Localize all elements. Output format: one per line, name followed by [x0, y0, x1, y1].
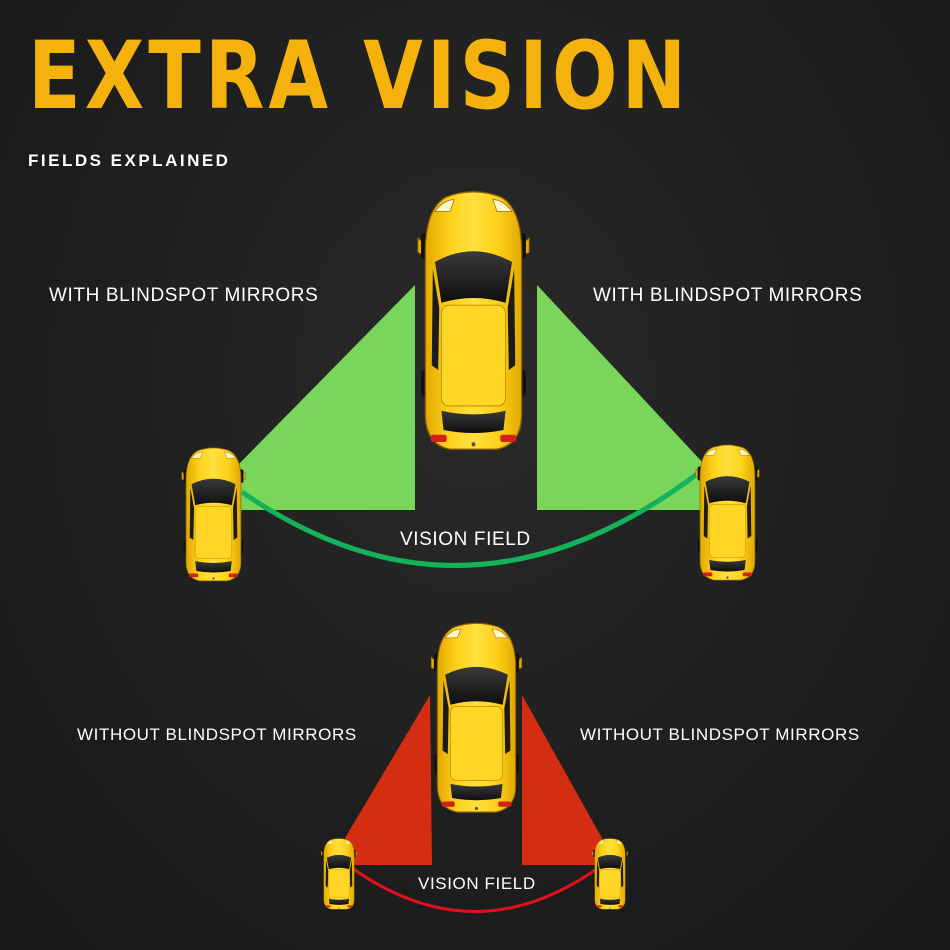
- bottom-scene: [321, 622, 628, 913]
- car-icon: [321, 838, 357, 910]
- blindspot-zone-right: [522, 695, 608, 865]
- page-title: EXTRA VISION: [28, 22, 691, 131]
- car-icon: [695, 444, 760, 581]
- car-icon: [430, 622, 523, 813]
- car-icon: [592, 838, 628, 910]
- blindspot-zone-right: [537, 285, 705, 510]
- car-icon: [417, 191, 530, 450]
- car-icon: [181, 447, 246, 582]
- top-right-label: WITH BLINDSPOT MIRRORS: [593, 285, 863, 306]
- vision-field-arc: [240, 466, 707, 568]
- bottom-vision-field-label: VISION FIELD: [418, 874, 536, 893]
- top-scene: [181, 191, 760, 582]
- page-subtitle: FIELDS EXPLAINED: [28, 151, 231, 170]
- blindspot-zone-left: [345, 695, 432, 865]
- blindspot-zone-left: [235, 285, 415, 510]
- vision-field-arc: [351, 866, 599, 913]
- top-vision-field-label: VISION FIELD: [400, 529, 531, 550]
- top-left-label: WITH BLINDSPOT MIRRORS: [49, 285, 319, 306]
- bottom-left-label: WITHOUT BLINDSPOT MIRRORS: [77, 725, 357, 744]
- bottom-right-label: WITHOUT BLINDSPOT MIRRORS: [580, 725, 860, 744]
